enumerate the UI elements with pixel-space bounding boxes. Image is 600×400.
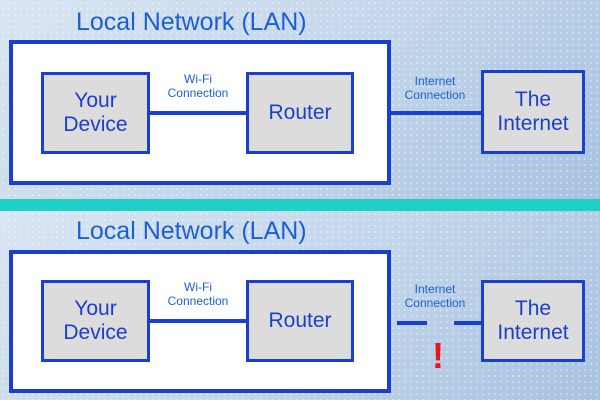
internet-box-line1: The (514, 88, 552, 111)
internet-connection-label: Internet Connection (380, 74, 490, 102)
diagram-disconnected: Local Network (LAN) Your Device Wi-Fi Co… (0, 211, 600, 400)
wifi-link-line (150, 319, 246, 323)
wifi-connection-label: Wi-Fi Connection (143, 72, 253, 100)
device-label-line1: Your (74, 297, 117, 320)
router-box: Router (246, 72, 354, 154)
wifi-label-line2: Connection (167, 294, 229, 308)
internet-label-line1: Internet (414, 74, 456, 88)
the-internet-box: The Internet (481, 70, 585, 154)
internet-box-line2: Internet (497, 321, 569, 344)
lan-title: Local Network (LAN) (76, 8, 307, 36)
your-device-box: Your Device (41, 280, 150, 362)
device-label-line2: Device (63, 321, 128, 344)
internet-label-line2: Connection (404, 296, 466, 310)
internet-label-line2: Connection (404, 88, 466, 102)
internet-link-line (391, 111, 481, 115)
device-label-line1: Your (74, 89, 117, 112)
router-label: Router (268, 101, 332, 124)
connection-broken-icon: ! (432, 335, 444, 376)
internet-link-stub-left (397, 321, 427, 325)
your-device-box: Your Device (41, 72, 150, 154)
router-box: Router (246, 280, 354, 362)
device-label-line2: Device (63, 113, 128, 136)
wifi-connection-label: Wi-Fi Connection (143, 280, 253, 308)
panel-divider (0, 199, 600, 211)
lan-title: Local Network (LAN) (76, 217, 307, 245)
internet-connection-label: Internet Connection (380, 282, 490, 310)
internet-label-line1: Internet (414, 282, 456, 296)
internet-link-stub-right (454, 321, 481, 325)
router-label: Router (268, 309, 332, 332)
internet-box-line1: The (514, 297, 552, 320)
internet-box-line2: Internet (497, 112, 569, 135)
wifi-label-line1: Wi-Fi (184, 72, 212, 86)
the-internet-box: The Internet (481, 280, 585, 362)
wifi-label-line1: Wi-Fi (184, 280, 212, 294)
wifi-label-line2: Connection (167, 86, 229, 100)
diagram-connected: Local Network (LAN) Your Device Wi-Fi Co… (0, 0, 600, 199)
wifi-link-line (150, 111, 246, 115)
